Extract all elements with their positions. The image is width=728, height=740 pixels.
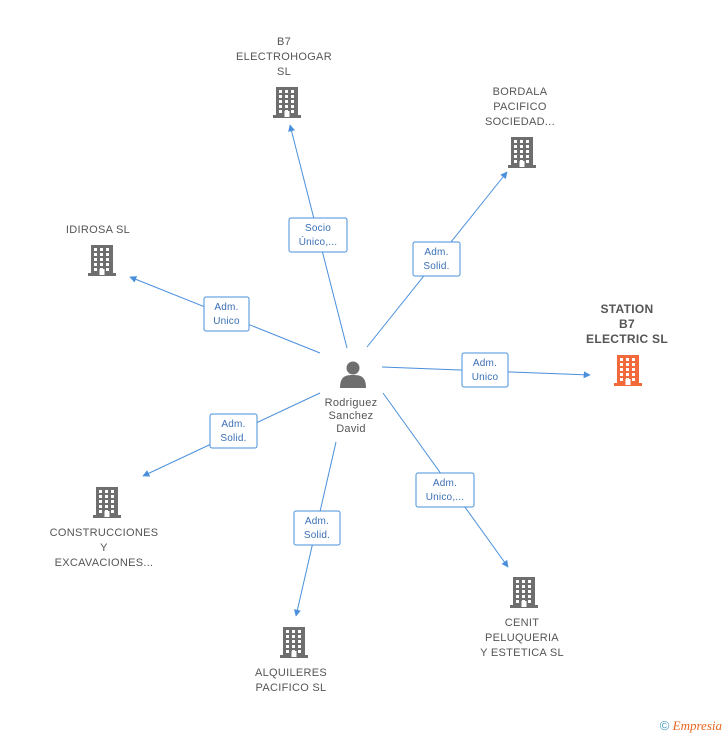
relation-label-b7-electrohogar[interactable]: SocioÚnico,...	[288, 217, 348, 253]
relation-label-alquileres[interactable]: Adm. Solid.	[293, 510, 341, 546]
company-node-alquileres[interactable]: ALQUILERES PACIFICO SL	[255, 627, 327, 694]
building-icon	[88, 245, 116, 276]
company-name-line: IDIROSA SL	[66, 224, 130, 236]
company-name-line: Y ESTETICA SL	[480, 647, 564, 659]
relation-label-bordala[interactable]: Adm. Solid.	[412, 241, 461, 277]
building-icon	[510, 577, 538, 608]
relation-text: Adm.	[433, 478, 457, 489]
company-name-line: STATION	[601, 302, 654, 316]
relation-text: Unico,...	[426, 492, 464, 503]
company-node-cenit[interactable]: CENIT PELUQUERIA Y ESTETICA SL	[480, 577, 564, 659]
building-icon	[93, 487, 121, 518]
relation-text: Adm.	[305, 516, 329, 527]
relation-text: Adm.	[214, 302, 238, 313]
company-node-construcciones[interactable]: CONSTRUCCIONES Y EXCAVACIONES...	[50, 487, 159, 569]
company-name-line: SOCIEDAD...	[485, 116, 555, 128]
brand-logo[interactable]: Empresia	[672, 718, 722, 733]
company-name-line: PELUQUERIA	[485, 632, 559, 644]
relation-label-station-b7[interactable]: Adm. Unico	[461, 352, 509, 388]
relation-text: Unico	[213, 316, 240, 327]
relation-text: Solid.	[220, 433, 246, 444]
copyright-symbol: ©	[659, 718, 670, 733]
relation-text: Adm.	[221, 419, 245, 430]
company-name-line: ELECTROHOGAR	[236, 51, 332, 63]
company-name-line: BORDALA	[493, 86, 548, 98]
edges-layer: SocioÚnico,...Adm.Solid.Adm.UnicoAdm.Uni…	[129, 124, 591, 617]
company-name-line: Y	[100, 542, 108, 554]
relation-text: Solid.	[423, 261, 449, 272]
nodes-layer: B7ELECTROHOGARSLBORDALAPACIFICOSOCIEDAD.…	[50, 36, 668, 694]
company-name-line: PACIFICO	[493, 101, 547, 113]
relation-text: Socio	[305, 223, 331, 234]
building-icon	[280, 627, 308, 658]
footer: © Empresia	[660, 718, 722, 734]
company-name-line: ELECTRIC SL	[586, 332, 668, 346]
relation-label-idirosa[interactable]: Adm. Unico	[203, 296, 250, 332]
building-icon	[273, 87, 301, 118]
company-name-line: PACIFICO SL	[256, 682, 327, 694]
relation-text: Adm.	[473, 358, 497, 369]
building-icon	[508, 137, 536, 168]
relation-text: Adm.	[424, 247, 448, 258]
relation-text: Único,...	[299, 235, 337, 248]
relation-text: Unico	[472, 372, 499, 383]
relation-label-construcciones[interactable]: Adm. Solid.	[209, 413, 258, 449]
person-name-line: David	[336, 423, 366, 435]
relation-text: Solid.	[304, 530, 330, 541]
company-node-idirosa[interactable]: IDIROSA SL	[66, 224, 130, 276]
company-name-line: ALQUILERES	[255, 667, 327, 679]
company-name-line: SL	[277, 66, 291, 78]
company-name-line: B7	[619, 317, 635, 331]
person-icon	[340, 361, 366, 388]
company-name-line: CENIT	[505, 617, 540, 629]
company-name-line: EXCAVACIONES...	[55, 557, 154, 569]
company-node-bordala[interactable]: BORDALA PACIFICO SOCIEDAD...	[485, 86, 555, 168]
company-name-line: B7	[277, 36, 291, 48]
company-name-line: CONSTRUCCIONES	[50, 527, 159, 539]
building-icon	[614, 355, 642, 386]
person-name-line: Rodriguez	[325, 397, 378, 409]
relation-label-cenit[interactable]: Adm. Unico,...	[415, 472, 475, 508]
person-name-line: Sanchez	[329, 410, 374, 422]
